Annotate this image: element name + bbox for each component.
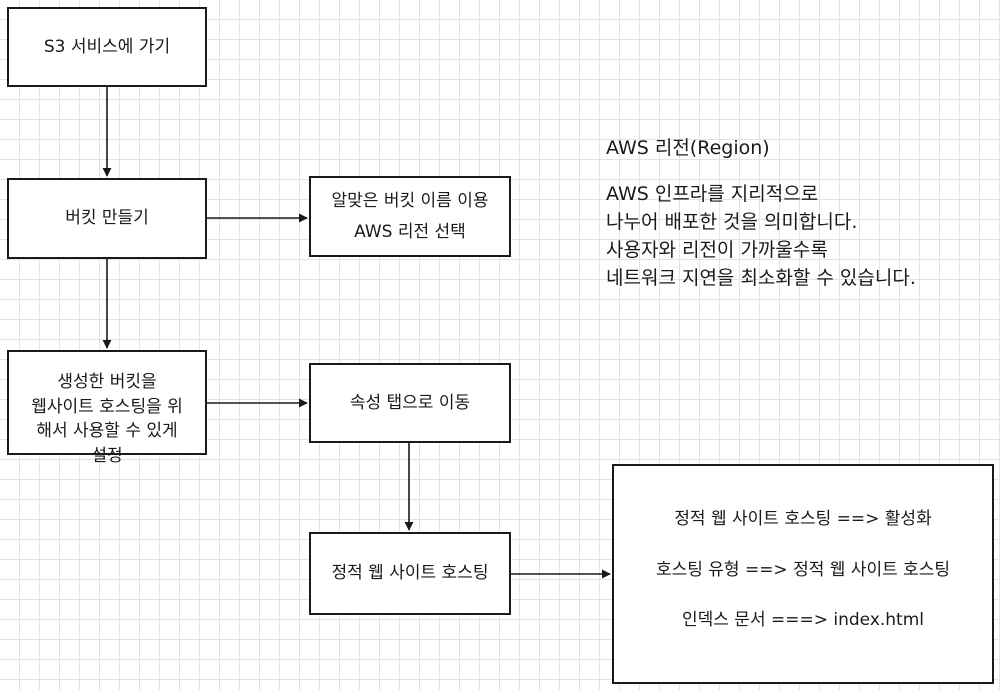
node-bucket-options-line-1: 알맞은 버킷 이름 이용 — [331, 190, 489, 211]
node-go-s3-label: S3 서비스에 가기 — [43, 36, 171, 57]
node-hosting-settings-line-2: 호스팅 유형 ==> 정적 웹 사이트 호스팅 — [655, 559, 951, 580]
node-configure-website-line-2: 웹사이트 호스팅을 위 — [31, 396, 183, 417]
node-configure-website[interactable]: 생성한 버킷을 웹사이트 호스팅을 위 해서 사용할 수 있게 설정 — [7, 350, 207, 466]
node-make-bucket[interactable]: 버킷 만들기 — [7, 178, 207, 259]
node-make-bucket-label: 버킷 만들기 — [65, 208, 149, 229]
region-note-line-1: AWS 인프라를 지리적으로 — [606, 183, 819, 205]
node-hosting-settings-line-1: 정적 웹 사이트 호스팅 ==> 활성화 — [674, 509, 932, 530]
node-static-hosting[interactable]: 정적 웹 사이트 호스팅 — [309, 532, 511, 615]
node-properties-tab-label: 속성 탭으로 이동 — [349, 392, 471, 413]
node-bucket-options[interactable]: 알맞은 버킷 이름 이용 AWS 리전 선택 — [309, 176, 511, 257]
node-hosting-settings[interactable]: 정적 웹 사이트 호스팅 ==> 활성화 호스팅 유형 ==> 정적 웹 사이트… — [612, 464, 994, 684]
region-note-line-3: 사용자와 리전이 가까울수록 — [606, 239, 828, 261]
node-hosting-settings-line-3: 인덱스 문서 ===> index.html — [681, 610, 925, 631]
node-static-hosting-label: 정적 웹 사이트 호스팅 — [331, 563, 489, 584]
region-note: AWS 리전(Region) AWS 인프라를 지리적으로 나누어 배포한 것을… — [606, 134, 996, 292]
node-configure-website-line-3: 해서 사용할 수 있게 — [36, 421, 178, 442]
node-configure-website-line-4: 설정 — [91, 445, 123, 466]
node-go-s3[interactable]: S3 서비스에 가기 — [7, 7, 207, 87]
region-note-title: AWS 리전(Region) — [606, 137, 770, 159]
region-note-line-4: 네트워크 지연을 최소화할 수 있습니다. — [606, 267, 916, 289]
node-bucket-options-line-2: AWS 리전 선택 — [354, 222, 466, 243]
region-note-line-2: 나누어 배포한 것을 의미합니다. — [606, 211, 858, 233]
node-properties-tab[interactable]: 속성 탭으로 이동 — [309, 363, 511, 443]
node-configure-website-line-1: 생성한 버킷을 — [57, 372, 157, 392]
